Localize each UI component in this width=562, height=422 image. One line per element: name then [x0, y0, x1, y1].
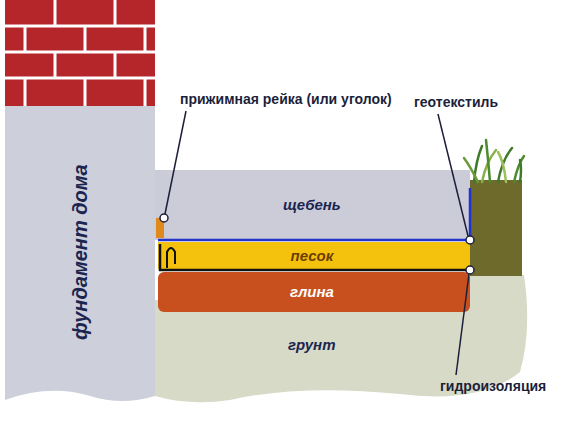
- soil-band: грунт: [282, 334, 342, 356]
- waterproofing-line: [160, 244, 470, 270]
- leader-line: [438, 114, 468, 236]
- grass-blade: [498, 152, 506, 182]
- sand-band: песок: [285, 245, 340, 267]
- layer-name: щебень: [283, 196, 341, 214]
- leader-dot: [466, 266, 474, 274]
- brick-wall: [5, 0, 155, 106]
- leader-dots: [160, 214, 474, 274]
- leader-dot: [466, 236, 474, 244]
- mortar-joint: [114, 52, 117, 78]
- leader-dot: [160, 214, 168, 222]
- leader-lines: [165, 111, 469, 375]
- grass-blade: [486, 140, 490, 182]
- mortar-joint: [144, 78, 147, 106]
- geotextile-line: [158, 188, 470, 240]
- callout-label: гидроизоляция: [440, 378, 546, 395]
- mortar-joints: [5, 0, 155, 106]
- foundation-band: фундамент дома: [66, 158, 94, 346]
- house-foundation: [5, 106, 155, 401]
- gravel-band: щебень: [277, 194, 347, 216]
- mortar-joint: [114, 0, 117, 26]
- mortar-joint: [144, 26, 147, 52]
- leader-line: [165, 111, 186, 214]
- grass-blade: [520, 160, 521, 182]
- waterproofing-fold: [167, 248, 175, 268]
- mortar-joint: [54, 0, 57, 26]
- gravel-layer: [155, 170, 470, 240]
- mortar-joint: [84, 78, 87, 106]
- leader-line: [456, 274, 469, 375]
- clay-layer: [158, 272, 470, 312]
- layer-name: грунт: [288, 336, 336, 354]
- layer-name: фундамент дома: [68, 164, 92, 340]
- callout-label: прижимная рейка (или уголок): [180, 91, 392, 108]
- layer-name: глина: [290, 283, 334, 301]
- callout-label: геотекстиль: [414, 94, 498, 111]
- mortar-joint: [84, 26, 87, 52]
- grass: [464, 140, 524, 182]
- mortar-joint: [54, 52, 57, 78]
- clay-band: глина: [284, 281, 340, 303]
- sand-layer: [158, 242, 470, 269]
- mortar-joint: [5, 51, 155, 54]
- topsoil: [470, 180, 522, 276]
- mortar-joint: [5, 77, 155, 80]
- grass-blade: [514, 156, 524, 182]
- mortar-joint: [5, 25, 155, 28]
- mortar-joint: [24, 78, 27, 106]
- mortar-joint: [24, 26, 27, 52]
- grass-blade: [498, 148, 512, 182]
- layer-name: песок: [291, 247, 334, 265]
